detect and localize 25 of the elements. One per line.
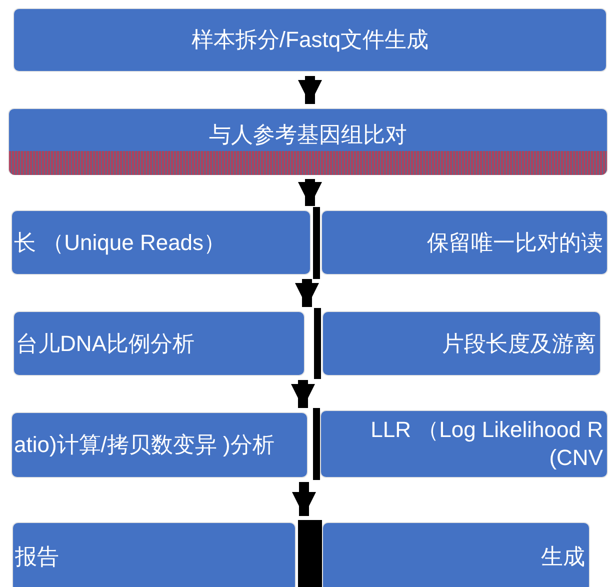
arrow — [298, 179, 322, 206]
process-box — [13, 8, 607, 72]
process-box — [11, 210, 311, 275]
step-text: 生成 — [541, 543, 585, 571]
arrow — [291, 380, 315, 408]
process-box — [320, 410, 608, 478]
step-text: atio)计算/拷贝数变异 )分析 — [14, 431, 274, 459]
step-text: 片段长度及游离 — [442, 330, 596, 358]
process-box — [13, 311, 305, 376]
step-text: 与人参考基因组比对 — [209, 121, 407, 149]
process-box — [11, 412, 308, 478]
step-text: 保留唯一比对的读 — [427, 228, 603, 256]
process-box — [322, 311, 601, 376]
process-box — [322, 522, 590, 587]
process-box — [321, 210, 608, 275]
step-text: 长 （Unique Reads） — [14, 228, 226, 256]
process-box — [8, 108, 608, 175]
process-box — [12, 522, 296, 587]
arrow — [295, 279, 319, 307]
arrow — [298, 76, 322, 104]
step-text: 台儿DNA比例分析 — [16, 330, 194, 358]
step-text: LLR （Log Likelihood R (CNV — [370, 416, 603, 472]
step-text: 报告 — [15, 543, 59, 571]
arrow — [292, 482, 316, 516]
step-text: 样本拆分/Fastq文件生成 — [191, 26, 429, 54]
